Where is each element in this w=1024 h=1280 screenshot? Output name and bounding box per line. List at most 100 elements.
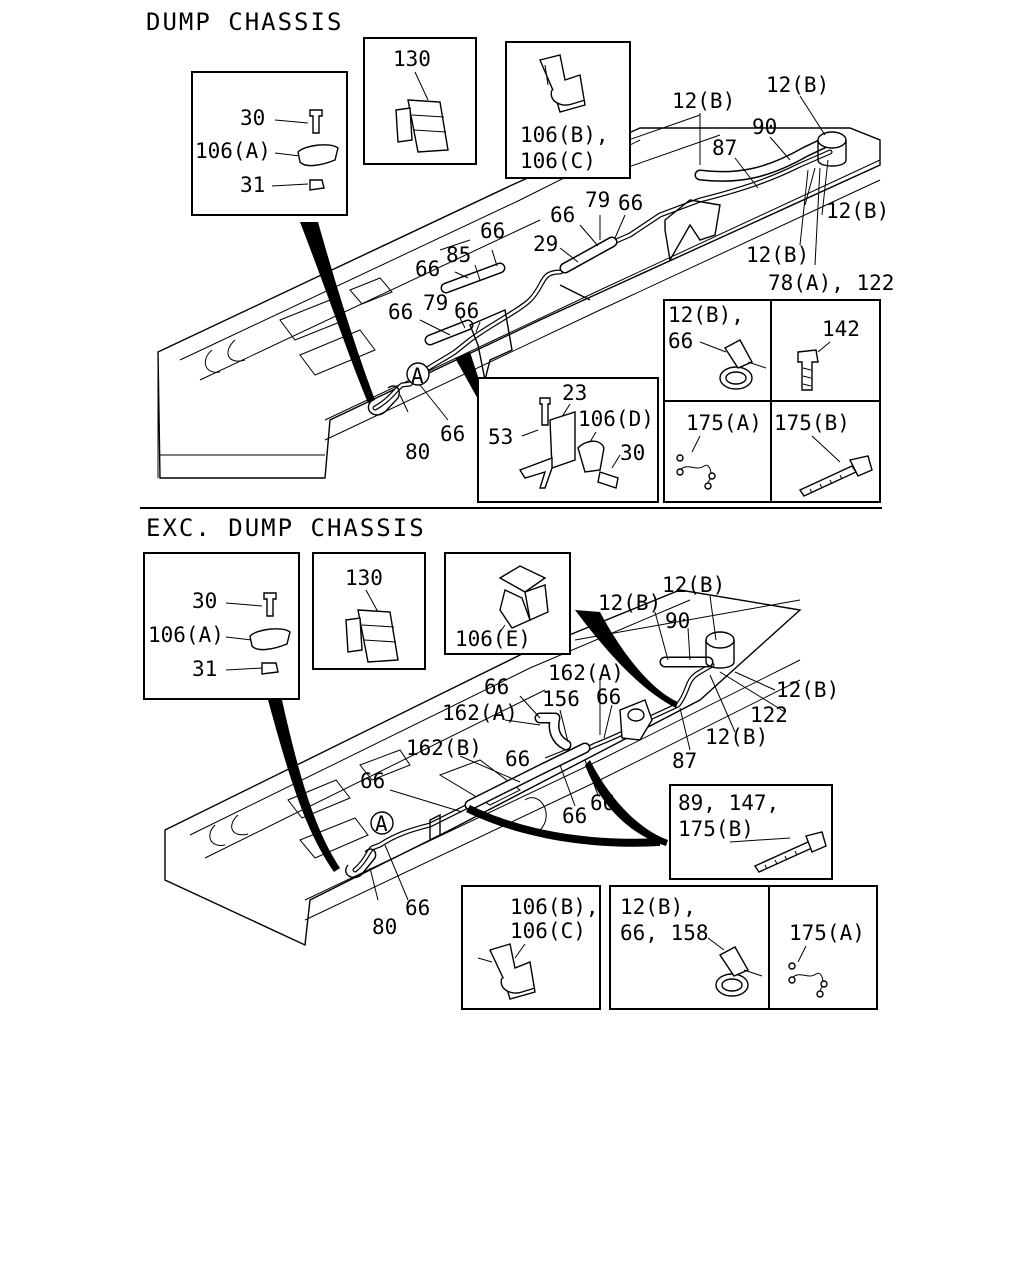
callout-156: 156 xyxy=(542,687,580,711)
callout-90: 90 xyxy=(665,609,690,633)
callout-66: 66 xyxy=(618,191,643,215)
bolt-icon xyxy=(309,109,323,134)
label-23: 23 xyxy=(562,381,587,405)
nut-icon xyxy=(309,179,325,191)
label-106a: 106(A) xyxy=(195,139,271,163)
callout-90: 90 xyxy=(752,115,777,139)
clamp-icon xyxy=(297,144,339,167)
label-106a: 106(A) xyxy=(148,623,224,647)
callout-12b: 12(B) xyxy=(662,573,725,597)
label-106b: 106(B), xyxy=(520,123,609,147)
callout-78a-122: 78(A), 122 xyxy=(768,271,894,295)
clamp-icon xyxy=(249,628,291,651)
clip-106bc-icon xyxy=(477,943,536,1000)
callout-66: 66 xyxy=(550,203,575,227)
callout-122: 122 xyxy=(750,703,788,727)
label-53: 53 xyxy=(488,425,513,449)
label-31: 31 xyxy=(192,657,217,681)
callout-a: A xyxy=(375,812,388,836)
label-31: 31 xyxy=(240,173,265,197)
callout-66: 66 xyxy=(480,219,505,243)
detail-box-130-dump: 130 xyxy=(363,37,477,165)
callout-66: 66 xyxy=(505,747,530,771)
callout-80: 80 xyxy=(405,440,430,464)
callout-66: 66 xyxy=(388,300,413,324)
label-106e: 106(E) xyxy=(455,627,531,651)
clip-130-icon xyxy=(345,609,399,663)
callout-66: 66 xyxy=(484,675,509,699)
label-89-147: 89, 147, xyxy=(678,791,779,815)
detail-box-cable-tie-exc: 89, 147, 175(B) xyxy=(669,784,833,880)
hose-clamp-icon xyxy=(715,946,763,997)
hose-clamp-icon xyxy=(719,339,767,390)
callout-79: 79 xyxy=(585,188,610,212)
label-106c: 106(C) xyxy=(520,149,596,173)
callout-29: 29 xyxy=(533,232,558,256)
detail-box-106e-exc: 106(E) xyxy=(444,552,571,655)
callout-66: 66 xyxy=(590,791,615,815)
callout-12b: 12(B) xyxy=(776,678,839,702)
callout-66: 66 xyxy=(454,299,479,323)
label-175b: 175(B) xyxy=(678,817,754,841)
label-175b: 175(B) xyxy=(774,411,850,435)
label-12b: 12(B), xyxy=(620,895,696,919)
nut-icon xyxy=(261,662,279,675)
label-142: 142 xyxy=(822,317,860,341)
detail-box-grid-exc: 12(B), 66, 158 175(A) xyxy=(609,885,878,1010)
callout-66: 66 xyxy=(405,896,430,920)
label-66: 66 xyxy=(668,329,693,353)
bolt-icon xyxy=(797,349,819,391)
callout-162a: 162(A) xyxy=(442,701,518,725)
leader-lines-exc xyxy=(268,595,786,901)
callout-66: 66 xyxy=(562,804,587,828)
callout-66: 66 xyxy=(415,257,440,281)
label-12b: 12(B), xyxy=(668,303,744,327)
bracket-icon xyxy=(518,397,619,489)
clip-175a-icon xyxy=(788,962,828,998)
detail-box-130-exc: 130 xyxy=(312,552,426,670)
clip-106e-icon xyxy=(497,565,549,636)
label-175a: 175(A) xyxy=(789,921,865,945)
callout-87: 87 xyxy=(672,749,697,773)
detail-box-clamp-dump: 30 106(A) 31 xyxy=(191,71,348,216)
label-106b: 106(B), xyxy=(510,895,599,919)
label-30: 30 xyxy=(620,441,645,465)
callout-79: 79 xyxy=(423,291,448,315)
bolt-icon xyxy=(263,592,277,617)
callout-66: 66 xyxy=(360,769,385,793)
callout-12b: 12(B) xyxy=(826,199,889,223)
callout-162a: 162(A) xyxy=(548,661,624,685)
callout-85: 85 xyxy=(446,243,471,267)
clip-175a-icon xyxy=(676,454,716,490)
callout-12b: 12(B) xyxy=(746,243,809,267)
callout-87: 87 xyxy=(712,136,737,160)
section-title-dump: DUMP CHASSIS xyxy=(146,8,343,36)
section-title-exc: EXC. DUMP CHASSIS xyxy=(146,514,426,542)
callout-12b: 12(B) xyxy=(598,591,661,615)
label-130: 130 xyxy=(345,566,383,590)
clip-130-icon xyxy=(395,99,449,153)
chassis-frame-dump xyxy=(157,114,881,479)
detail-box-106bc-exc: 106(B), 106(C) xyxy=(461,885,601,1010)
callout-12b: 12(B) xyxy=(766,73,829,97)
detail-box-bracket-dump: 53 23 106(D) 30 xyxy=(477,377,659,503)
callout-12b: 12(B) xyxy=(705,725,768,749)
callout-66: 66 xyxy=(440,422,465,446)
label-130: 130 xyxy=(393,47,431,71)
clip-106bc-icon xyxy=(539,54,586,113)
label-106c: 106(C) xyxy=(510,919,586,943)
label-30: 30 xyxy=(240,106,265,130)
callouts-dump: 12(B) 12(B) 90 87 12(B) 12(B) 78(A), 122… xyxy=(388,73,894,464)
chassis-frame-exc xyxy=(164,589,802,947)
hose-routing-dump xyxy=(367,131,847,416)
callout-66: 66 xyxy=(596,685,621,709)
callout-12b: 12(B) xyxy=(672,89,735,113)
cable-tie-icon xyxy=(798,455,873,497)
detail-box-clamp-exc: 30 106(A) 31 xyxy=(143,552,300,700)
callout-80: 80 xyxy=(372,915,397,939)
hose-routing-exc xyxy=(345,631,735,879)
label-30: 30 xyxy=(192,589,217,613)
label-175a: 175(A) xyxy=(686,411,762,435)
label-66-158: 66, 158 xyxy=(620,921,709,945)
